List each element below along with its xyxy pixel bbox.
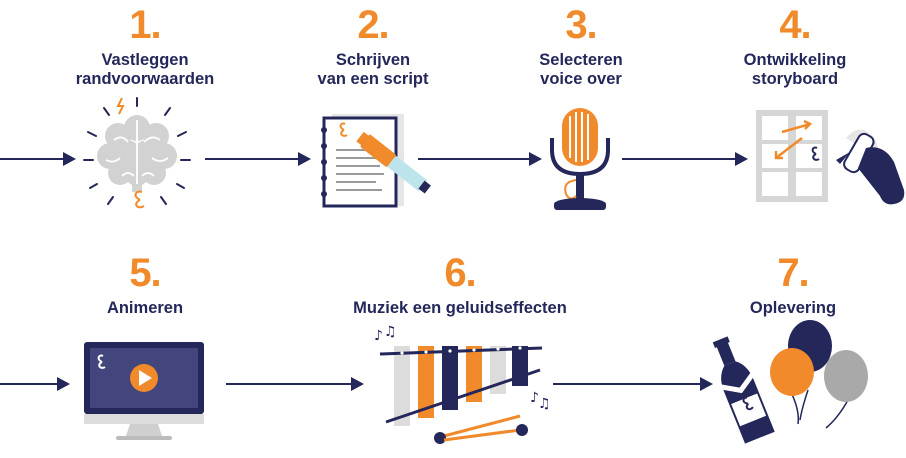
step-5: 5. Animeren	[50, 253, 240, 318]
step-number: 6.	[444, 251, 476, 295]
brain-icon	[83, 97, 191, 209]
champagne-balloons-icon	[712, 320, 868, 444]
microphone-icon	[550, 108, 610, 210]
flow-arrow	[0, 377, 70, 391]
step-2: 2. Schrijven van een script	[278, 5, 468, 89]
step-title: Oplevering	[749, 299, 837, 317]
step-title: Animeren	[106, 299, 184, 317]
step-4: 4. Ontwikkeling storyboard	[700, 5, 890, 89]
step-number: 1.	[129, 3, 161, 47]
step-3: 3. Selecteren voice over	[486, 5, 676, 89]
svg-text:♪: ♪	[374, 328, 383, 344]
storyboard-icon	[756, 110, 905, 205]
flow-arrow	[226, 377, 364, 391]
step-number: 5.	[129, 251, 161, 295]
flow-arrow	[205, 152, 311, 166]
flow-arrow	[0, 152, 76, 166]
step-1: 1. Vastleggen randvoorwaarden	[50, 5, 240, 89]
flow-arrow	[553, 377, 713, 391]
step-title: Vastleggen randvoorwaarden	[75, 51, 215, 88]
step-7: 7. Oplevering	[698, 253, 888, 318]
step-number: 7.	[777, 251, 809, 295]
svg-text:♪: ♪	[530, 390, 539, 406]
step-title: Selecteren voice over	[539, 51, 623, 88]
flow-arrow	[622, 152, 748, 166]
script-notebook-icon	[321, 114, 431, 208]
svg-text:♫: ♫	[384, 324, 397, 340]
step-6: 6. Muziek een geluidseffecten	[320, 253, 600, 318]
step-title: Schrijven van een script	[317, 51, 429, 88]
step-title: Ontwikkeling storyboard	[743, 51, 847, 88]
step-title: Muziek een geluidseffecten	[353, 299, 567, 317]
step-number: 4.	[779, 3, 811, 47]
monitor-play-icon	[84, 342, 204, 440]
step-number: 3.	[565, 3, 597, 47]
flow-arrow	[418, 152, 542, 166]
svg-text:♫: ♫	[538, 396, 551, 412]
xylophone-icon: ♪♫ ♪♫	[374, 324, 551, 444]
step-number: 2.	[357, 3, 389, 47]
